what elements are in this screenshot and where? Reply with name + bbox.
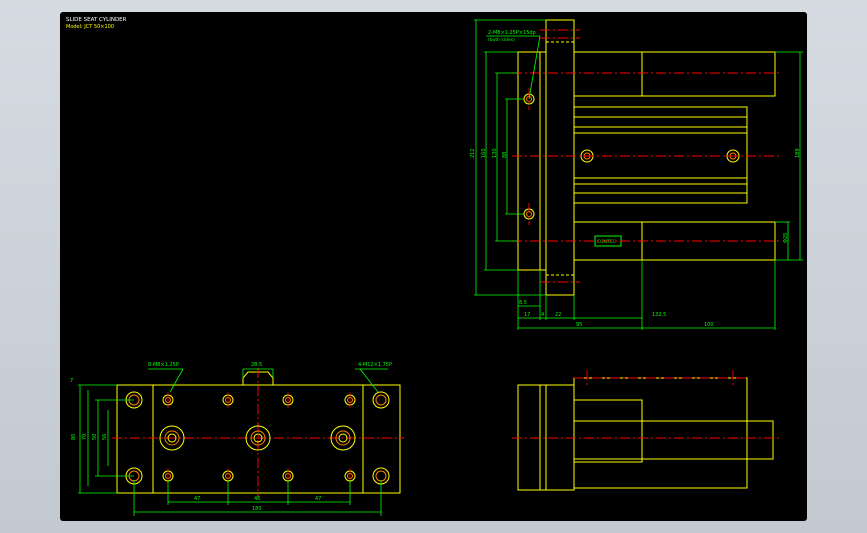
callout-right: 4-M12×1.75P: [358, 362, 392, 368]
dim-22: 22: [555, 312, 561, 318]
side-body-block: [545, 19, 575, 296]
dim-spacing-2: 46: [254, 496, 260, 502]
nameplate-label: CONTEC: [597, 239, 616, 245]
dim-95: 95: [576, 322, 582, 328]
dim-8-5: 8.5: [519, 300, 527, 306]
side-centerlines: [512, 29, 780, 283]
side-dimensions: [474, 19, 803, 330]
front-body: [545, 384, 575, 491]
drawing-sheet: SLIDE SEAT CYLINDER Model: JCT 50×100: [60, 12, 807, 521]
corner-hole: [372, 391, 390, 409]
dim-56: 56: [102, 434, 108, 440]
large-hole: [159, 425, 185, 451]
side-body-bottom-dashed: [545, 274, 575, 296]
front-view: [512, 370, 780, 491]
dim-160: 160: [481, 148, 487, 158]
side-view: CONTEC: [470, 19, 803, 330]
top-view-dimensions: [78, 368, 388, 516]
dim-130: 130: [492, 148, 498, 158]
top-view: 8-M8×1.25P 4-M12×1.75P 28.5 7 80 70 50 5…: [70, 362, 404, 516]
dim-50: 50: [92, 434, 98, 440]
dim-100: 100: [704, 322, 714, 328]
dim-80: 80: [71, 434, 77, 440]
large-hole: [330, 425, 356, 451]
dim-88: 88: [502, 152, 508, 158]
side-callout-sub: (both sides): [488, 37, 515, 43]
callout-left: 8-M8×1.25P: [148, 362, 179, 368]
upper-rod: [641, 51, 776, 97]
dim-spacing-1: 47: [194, 496, 200, 502]
dim-4: 4: [541, 312, 544, 318]
front-centerlines: [512, 370, 780, 439]
upper-rod-guide: [573, 51, 643, 97]
dim-top-tab: 28.5: [251, 362, 262, 368]
dim-212: 212: [470, 148, 476, 158]
cylinder-body: [573, 106, 748, 204]
dim-7: 7: [70, 378, 73, 384]
dim-spacing-3: 47: [315, 496, 321, 502]
side-plate-thin: [539, 51, 547, 271]
large-hole: [245, 425, 271, 451]
drawing-title: SLIDE SEAT CYLINDER: [66, 17, 127, 23]
front-rod: [641, 420, 774, 460]
cad-drawing: SLIDE SEAT CYLINDER Model: JCT 50×100: [66, 17, 803, 516]
front-plate: [517, 384, 541, 491]
dim-132-5: 132.5: [652, 312, 666, 318]
dim-70: 70: [82, 434, 88, 440]
dim-phi25: Φ25: [783, 233, 789, 243]
side-callout: 2-M8×1.25P×15dp: [488, 30, 536, 36]
side-body-top-dashed: [545, 19, 575, 43]
front-cylinder: [573, 377, 748, 489]
dim-total: 180: [252, 506, 262, 512]
drawing-subtitle: Model: JCT 50×100: [66, 24, 114, 30]
top-view-inner-block: [152, 384, 364, 494]
side-plate-left: [517, 51, 541, 271]
dim-17: 17: [524, 312, 530, 318]
dim-189: 189: [795, 148, 801, 158]
